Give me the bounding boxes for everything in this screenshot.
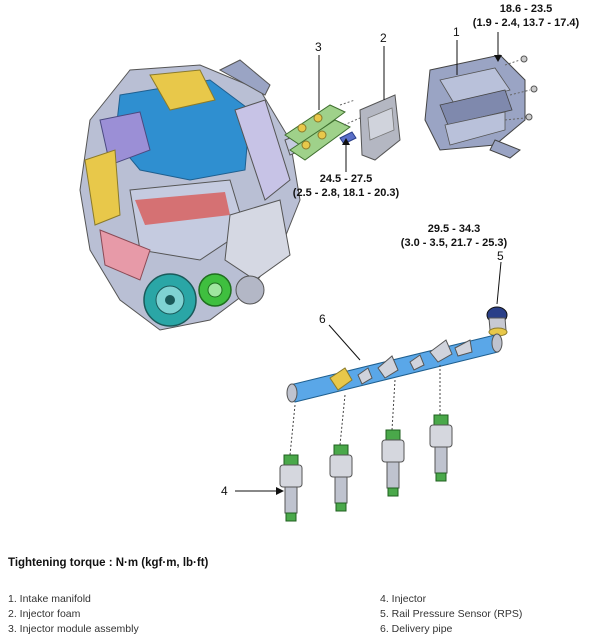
torque-value-injector-module: 24.5 - 27.5 xyxy=(319,173,373,185)
legend-item-injector-foam: 2. Injector foam xyxy=(8,608,81,620)
callout-4: 4 xyxy=(221,484,228,498)
torque-spec-rps: 29.5 - 34.3 (3.0 - 3.5, 21.7 - 25.3) xyxy=(388,222,520,250)
injector-4 xyxy=(429,414,453,482)
leader-arrowheads xyxy=(276,55,502,495)
injector-3 xyxy=(381,429,405,497)
delivery-pipe xyxy=(286,333,503,403)
legend-column-left: 1. Intake manifold 2. Injector foam 3. I… xyxy=(8,592,308,637)
injector-1 xyxy=(279,454,303,522)
rail-pressure-sensor xyxy=(486,306,508,337)
callout-6: 6 xyxy=(319,312,326,326)
legend-item-rail-pressure-sensor: 5. Rail Pressure Sensor (RPS) xyxy=(380,608,523,620)
callout-3: 3 xyxy=(315,40,322,54)
torque-value-rps: 29.5 - 34.3 xyxy=(427,223,481,235)
injector-foam xyxy=(359,94,401,161)
engine-assembly xyxy=(79,59,316,331)
callout-5: 5 xyxy=(497,249,504,263)
torque-spec-manifold: 18.6 - 23.5 (1.9 - 2.4, 13.7 - 17.4) xyxy=(440,2,612,30)
torque-value-manifold: 18.6 - 23.5 xyxy=(499,3,553,15)
callout-2: 2 xyxy=(380,31,387,45)
injector-2 xyxy=(329,444,353,512)
injector-set xyxy=(279,365,453,522)
torque-detail-injector-module: (2.5 - 2.8, 18.1 - 20.3) xyxy=(292,187,400,199)
intake-manifold xyxy=(424,54,538,159)
exploded-parts-diagram xyxy=(79,32,538,522)
leader-lines xyxy=(235,32,502,492)
injector-module-assembly xyxy=(284,99,361,161)
legend-item-injector-module-assembly: 3. Injector module assembly xyxy=(8,623,139,635)
legend-item-delivery-pipe: 6. Delivery pipe xyxy=(380,623,453,635)
torque-spec-injector-module: 24.5 - 27.5 (2.5 - 2.8, 18.1 - 20.3) xyxy=(280,172,412,200)
legend-column-right: 4. Injector 5. Rail Pressure Sensor (RPS… xyxy=(380,592,610,637)
callout-1: 1 xyxy=(453,25,460,39)
legend-title: Tightening torque : N·m (kgf·m, lb·ft) xyxy=(8,557,209,569)
torque-detail-manifold: (1.9 - 2.4, 13.7 - 17.4) xyxy=(472,17,580,29)
torque-detail-rps: (3.0 - 3.5, 21.7 - 25.3) xyxy=(400,237,508,249)
legend-item-injector: 4. Injector xyxy=(380,593,427,605)
legend-item-intake-manifold: 1. Intake manifold xyxy=(8,593,91,605)
